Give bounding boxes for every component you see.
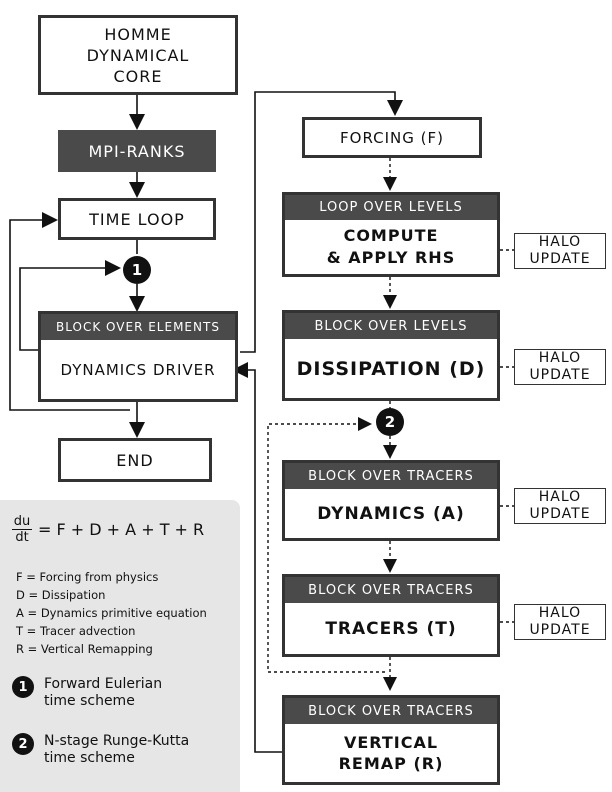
dissipation-body: DISSIPATION (D) (285, 339, 497, 398)
compute-label: COMPUTE (343, 226, 439, 245)
tracers-t-body: TRACERS (T) (285, 603, 497, 654)
legend-item: F = Forcing from physics (16, 570, 159, 584)
block-over-elements-header: BLOCK OVER ELEMENTS (41, 314, 235, 340)
legend-scheme-2: 2 N-stage Runge-Kutta time scheme (12, 733, 189, 767)
dynamics-a-body: DYNAMICS (A) (285, 489, 497, 538)
block-over-levels-header: BLOCK OVER LEVELS (285, 313, 497, 339)
core-line2: DYNAMICAL (86, 45, 190, 65)
tracers-dynamics-header: BLOCK OVER TRACERS (285, 463, 497, 489)
block-over-elements-box: BLOCK OVER ELEMENTS DYNAMICS DRIVER (38, 311, 238, 402)
vertical-label: VERTICAL (343, 733, 439, 752)
apply-rhs-label: & APPLY RHS (326, 248, 456, 267)
equation-rhs: = F + D + A + T + R (38, 520, 205, 539)
legend-item: D = Dissipation (16, 588, 106, 602)
compute-rhs-body: COMPUTE & APPLY RHS (285, 220, 497, 274)
dynamics-a-label: DYNAMICS (A) (317, 503, 465, 524)
tracers-advection-box: BLOCK OVER TRACERS TRACERS (T) (282, 574, 500, 657)
tracers-advection-header: BLOCK OVER TRACERS (285, 577, 497, 603)
legend-item: A = Dynamics primitive equation (16, 606, 207, 620)
mpi-ranks-box: MPI-RANKS (58, 130, 216, 172)
dissipation-label: DISSIPATION (D) (296, 357, 486, 380)
core-line3: CORE (113, 66, 163, 86)
mpi-ranks-label: MPI-RANKS (88, 141, 186, 161)
loop-over-levels-box: LOOP OVER LEVELS COMPUTE & APPLY RHS (282, 192, 500, 277)
vertical-remap-box: BLOCK OVER TRACERS VERTICAL REMAP (R) (282, 695, 500, 785)
forcing-box: FORCING (F) (302, 117, 482, 158)
marker-1-icon: 1 (12, 676, 34, 698)
marker-2-icon: 2 (12, 733, 34, 755)
loop-over-levels-header: LOOP OVER LEVELS (285, 195, 497, 220)
legend-item: R = Vertical Remapping (16, 642, 153, 656)
scheme1-line1: Forward Eulerian (44, 676, 163, 692)
core-line1: HOMME (104, 24, 172, 44)
time-loop-box: TIME LOOP (58, 198, 216, 240)
scheme2-line2: time scheme (44, 750, 135, 766)
homme-core-box: HOMME DYNAMICAL CORE (38, 15, 238, 95)
block-over-levels-box: BLOCK OVER LEVELS DISSIPATION (D) (282, 310, 500, 401)
remap-r-label: REMAP (R) (338, 754, 444, 773)
legend-list: F = Forcing from physics D = Dissipation… (16, 568, 207, 658)
tracers-dynamics-box: BLOCK OVER TRACERS DYNAMICS (A) (282, 460, 500, 541)
tracers-t-label: TRACERS (T) (325, 618, 457, 639)
forcing-label: FORCING (F) (340, 128, 444, 147)
vertical-remap-body: VERTICAL REMAP (R) (285, 724, 497, 782)
scheme1-line2: time scheme (44, 693, 135, 709)
marker-2: 2 (376, 408, 404, 436)
end-label: END (116, 450, 154, 470)
legend-item: T = Tracer advection (16, 624, 136, 638)
du-dt-fraction: du dt (12, 514, 32, 545)
dynamics-driver-body: DYNAMICS DRIVER (41, 340, 235, 399)
end-box: END (58, 438, 212, 482)
marker-1: 1 (123, 256, 151, 284)
scheme2-line1: N-stage Runge-Kutta (44, 733, 190, 749)
legend-panel (0, 500, 240, 792)
budget-equation: du dt = F + D + A + T + R (12, 514, 204, 545)
legend-scheme-1: 1 Forward Eulerian time scheme (12, 676, 162, 710)
dynamics-driver-label: DYNAMICS DRIVER (60, 360, 216, 379)
vertical-remap-header: BLOCK OVER TRACERS (285, 698, 497, 724)
time-loop-label: TIME LOOP (89, 209, 185, 229)
